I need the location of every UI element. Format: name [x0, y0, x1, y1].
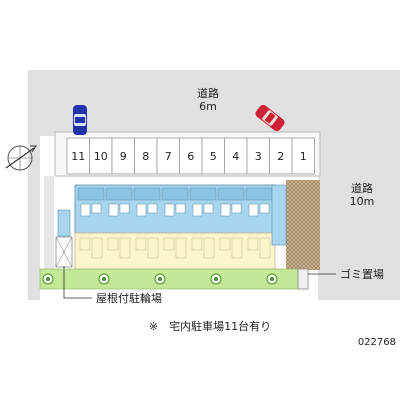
right-road-name: 道路: [351, 181, 373, 195]
property-id: 022768: [358, 337, 396, 348]
top-road-width: 6m: [199, 100, 217, 113]
stall-number: 4: [232, 150, 239, 163]
building-units: [77, 187, 273, 259]
road-right: [318, 70, 400, 300]
garbage-label: ゴミ置場: [340, 267, 384, 281]
stall-number: 5: [210, 150, 217, 163]
unit: [189, 187, 217, 259]
bike-parking-top: [57, 209, 71, 237]
unit: [133, 187, 161, 259]
blue-car-icon: [73, 105, 87, 135]
red-car-icon: [255, 104, 285, 132]
parking-stall: [291, 137, 315, 175]
stall-number: 11: [71, 150, 85, 163]
bike-parking-label: 屋根付駐輪場: [96, 291, 162, 305]
tree-icon: [42, 273, 54, 285]
right-blue-wall: [271, 184, 287, 246]
unit: [245, 187, 273, 259]
stall-number: 8: [142, 150, 149, 163]
bike-leader: [63, 266, 92, 299]
parking-note: ※ 宅内駐車場11台有り: [149, 319, 271, 333]
tree-icon: [98, 273, 110, 285]
hatched-area: [286, 180, 320, 270]
tree-icon: [266, 273, 278, 285]
stall-number: 7: [165, 150, 172, 163]
tree-icon: [154, 273, 166, 285]
road-area: [28, 70, 330, 300]
stall-number: 6: [187, 150, 194, 163]
stall-number: 1: [300, 150, 307, 163]
unit: [161, 187, 189, 259]
unit: [105, 187, 133, 259]
trees: [42, 273, 278, 285]
right-road-width: 10m: [350, 195, 375, 208]
bike-parking-hatch: [55, 236, 73, 268]
unit: [77, 187, 105, 259]
stall-number: 2: [277, 150, 284, 163]
building-lower: [74, 232, 276, 270]
tree-icon: [210, 273, 222, 285]
green-strip: [39, 268, 299, 290]
north-arrow: [5, 145, 37, 171]
unit: [217, 187, 245, 259]
left-walkway: [44, 176, 54, 270]
stall-number: 3: [255, 150, 262, 163]
top-road-name: 道路: [197, 86, 219, 100]
stall-number: 9: [120, 150, 127, 163]
parking-stalls: 11 10 9 8 7 6 5 4 3 2 1: [66, 137, 315, 175]
stall-number: 10: [94, 150, 108, 163]
garbage-area: [297, 268, 309, 290]
